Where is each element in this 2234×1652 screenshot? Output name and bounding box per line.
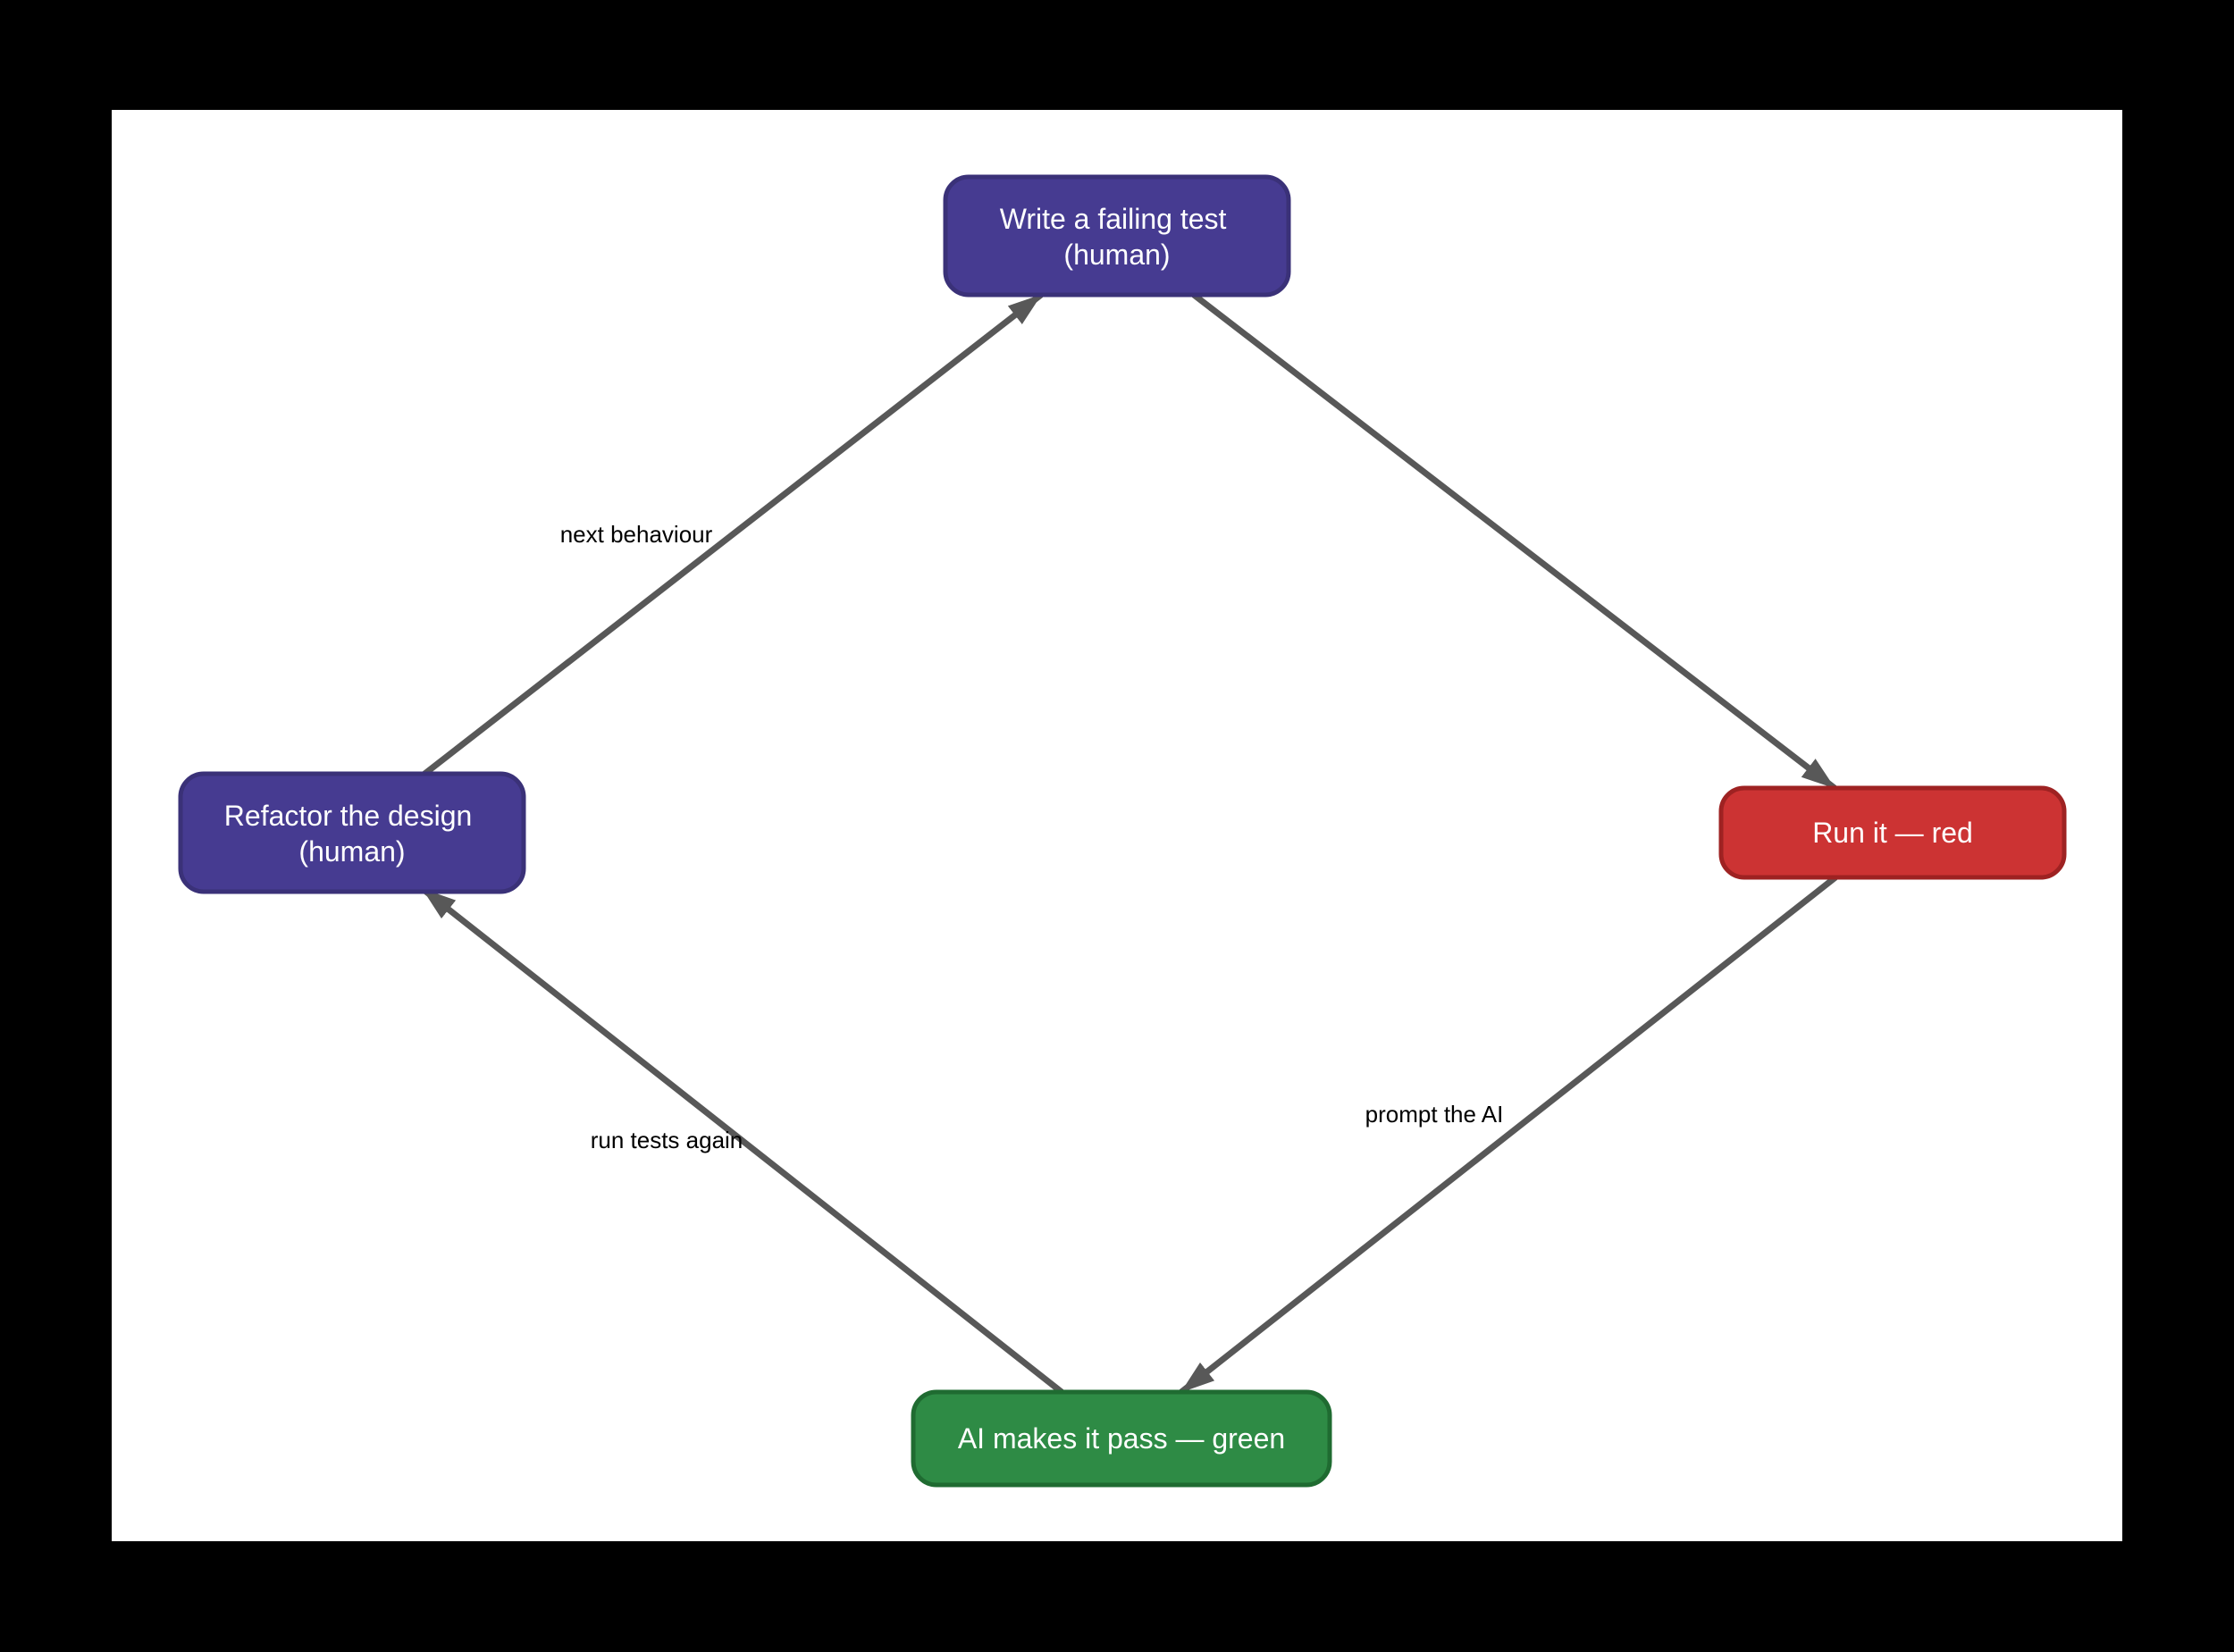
node-refactor-design-box — [178, 771, 526, 894]
node-refactor-design: Refactor the design (human) — [178, 771, 526, 894]
edge-refactor-to-write — [421, 292, 1044, 777]
node-run-it-red-box — [1718, 785, 2067, 880]
node-ai-makes-it-pass-label: AI makes it pass — green — [958, 1422, 1285, 1455]
nodes-layer: Write a failing test (human) Run it — re… — [178, 174, 2067, 1488]
node-ai-makes-it-pass: AI makes it pass — green — [911, 1389, 1332, 1488]
node-write-failing-test-box — [943, 174, 1291, 298]
edge-label-prompt-the-ai: prompt the AI — [1365, 1101, 1504, 1128]
node-write-failing-test-line1: Write a failing test — [1000, 203, 1227, 235]
node-write-failing-test-label: Write a failing test (human) — [1000, 203, 1235, 271]
edge-ai-to-refactor — [420, 886, 1064, 1395]
node-refactor-design-label: Refactor the design (human) — [224, 800, 480, 868]
node-run-it-red: Run it — red — [1718, 785, 2067, 880]
node-write-failing-test: Write a failing test (human) — [943, 174, 1291, 298]
node-run-it-red-label: Run it — red — [1812, 817, 1973, 849]
edge-label-next-behaviour: next behaviour — [560, 521, 713, 548]
node-ai-makes-it-pass-box — [911, 1389, 1332, 1488]
edge-labels-layer: next behaviour prompt the AI run tests a… — [560, 521, 1504, 1153]
edges-layer — [420, 292, 1838, 1395]
node-refactor-design-line2: (human) — [298, 835, 405, 868]
node-write-failing-test-line2: (human) — [1063, 239, 1170, 271]
edge-label-run-tests-again: run tests again — [591, 1127, 743, 1153]
edge-write-to-run — [1191, 292, 1837, 791]
edge-run-to-ai — [1179, 875, 1838, 1395]
node-refactor-design-line1: Refactor the design — [224, 800, 473, 832]
